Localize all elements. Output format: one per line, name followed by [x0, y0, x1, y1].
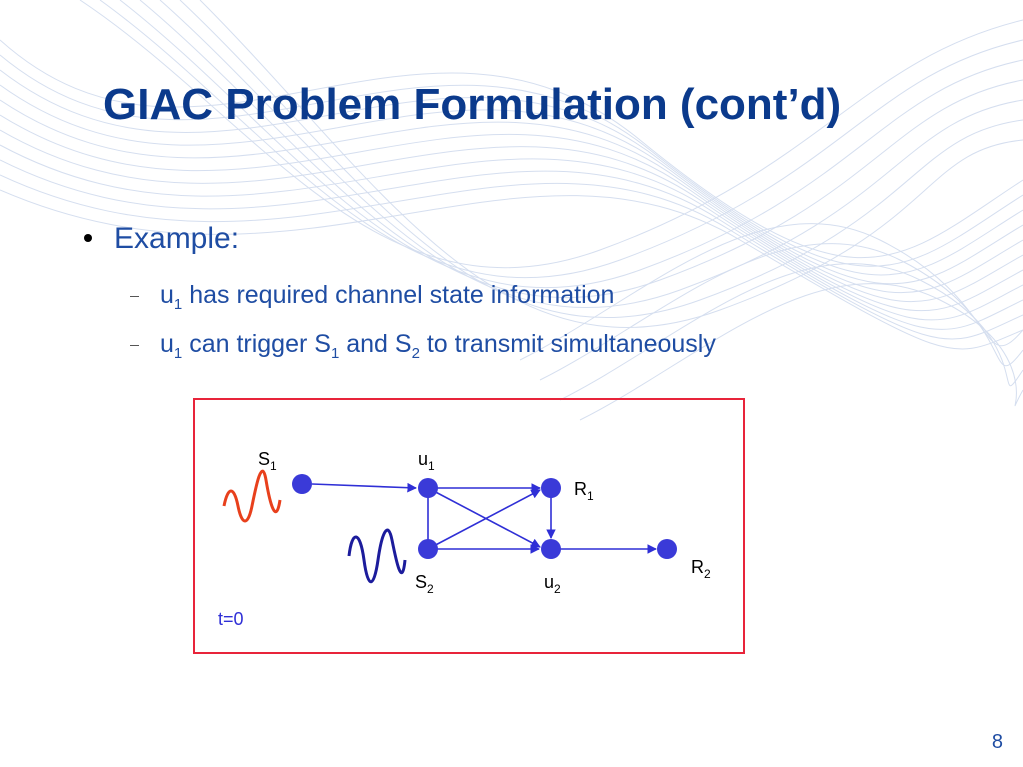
page-number: 8: [991, 731, 1003, 753]
sub-item-1: u1 has required channel state informatio…: [130, 281, 614, 313]
node-u2: [541, 539, 561, 559]
diagram-frame: [193, 398, 745, 654]
edge-u1-u2: [427, 487, 541, 548]
node-r2: [657, 539, 677, 559]
node-r1: [541, 478, 561, 498]
sub-item-text: u1 can trigger S1 and S2 to transmit sim…: [160, 330, 716, 362]
sub-item-2: u1 can trigger S1 and S2 to transmit sim…: [130, 330, 716, 362]
bullet-text: Example:: [114, 222, 240, 255]
bullet-dot-icon: [84, 234, 92, 243]
signal-wave-s1-icon: [222, 469, 282, 523]
node-u1: [418, 478, 438, 498]
dash-icon: [130, 344, 139, 346]
slide-title: GIAC Problem Formulation (cont’d): [103, 80, 842, 129]
label-s2: S2: [415, 572, 434, 596]
label-r1: R1: [574, 479, 594, 503]
signal-wave-s2-icon: [347, 528, 407, 584]
label-s1: S1: [258, 449, 277, 473]
node-s1: [292, 474, 312, 494]
label-u1: u1: [418, 449, 435, 473]
bullet-example: Example:: [84, 222, 239, 256]
label-u2: u2: [544, 572, 561, 596]
dash-icon: [130, 295, 139, 297]
time-label: t=0: [218, 609, 244, 629]
node-s2: [418, 539, 438, 559]
edge-s2-r1: [427, 489, 541, 550]
label-r2: R2: [691, 557, 711, 581]
edge-s1-u1: [311, 482, 417, 493]
sub-item-text: u1 has required channel state informatio…: [160, 281, 615, 313]
